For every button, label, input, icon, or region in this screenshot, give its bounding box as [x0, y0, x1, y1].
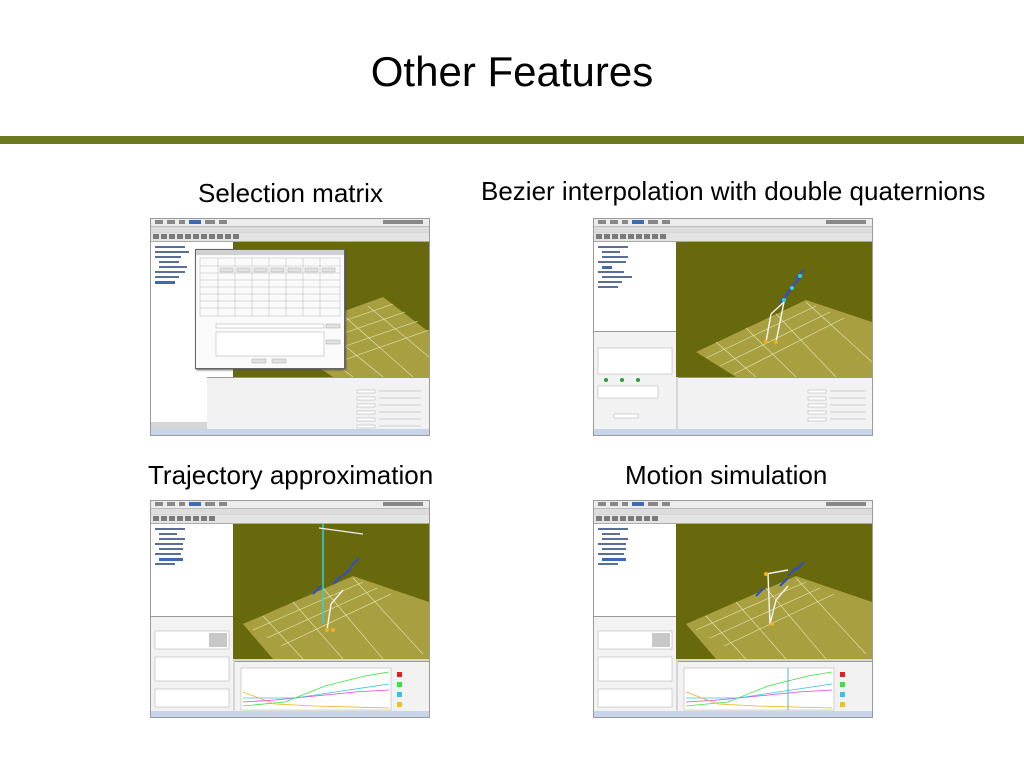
status-bar [594, 711, 872, 717]
app-menubar [151, 501, 429, 509]
approximation-panel[interactable] [151, 616, 233, 714]
scene-tree[interactable] [151, 524, 234, 616]
3d-viewport[interactable] [676, 524, 872, 659]
app-toolbar [151, 515, 429, 524]
3d-viewport[interactable] [676, 242, 872, 377]
app-menubar [594, 219, 872, 227]
title-divider [0, 136, 1024, 144]
caption-motion-simulation: Motion simulation [625, 460, 828, 490]
caption-trajectory-approximation: Trajectory approximation [148, 460, 434, 490]
parameter-panel[interactable] [207, 377, 429, 432]
selection-matrix-dialog[interactable] [195, 249, 345, 369]
screenshot-motion-simulation [593, 500, 873, 718]
caption-bezier-interpolation: Bezier interpolation with double quatern… [481, 176, 986, 206]
screenshot-trajectory-approximation [150, 500, 430, 718]
caption-selection-matrix: Selection matrix [198, 178, 383, 208]
trajectory-plot-panel[interactable] [235, 661, 429, 714]
status-bar [151, 429, 429, 435]
window-titlebar [151, 227, 429, 232]
scene-tree[interactable] [594, 242, 677, 347]
window-titlebar [151, 509, 429, 514]
app-menubar [594, 501, 872, 509]
screenshot-selection-matrix [150, 218, 430, 436]
keyframe-panel[interactable] [594, 331, 676, 432]
app-toolbar [594, 233, 872, 242]
status-bar [594, 429, 872, 435]
window-titlebar [594, 509, 872, 514]
app-toolbar [151, 233, 429, 242]
simulation-panel[interactable] [594, 616, 676, 714]
status-bar [151, 711, 429, 717]
3d-viewport[interactable] [233, 524, 429, 659]
slide-title: Other Features [370, 48, 654, 95]
app-menubar [151, 219, 429, 227]
screenshot-bezier-interpolation [593, 218, 873, 436]
app-toolbar [594, 515, 872, 524]
window-titlebar [594, 227, 872, 232]
parameter-panel[interactable] [678, 377, 872, 432]
scene-tree[interactable] [594, 524, 677, 616]
simulation-plot-panel[interactable] [678, 661, 872, 714]
